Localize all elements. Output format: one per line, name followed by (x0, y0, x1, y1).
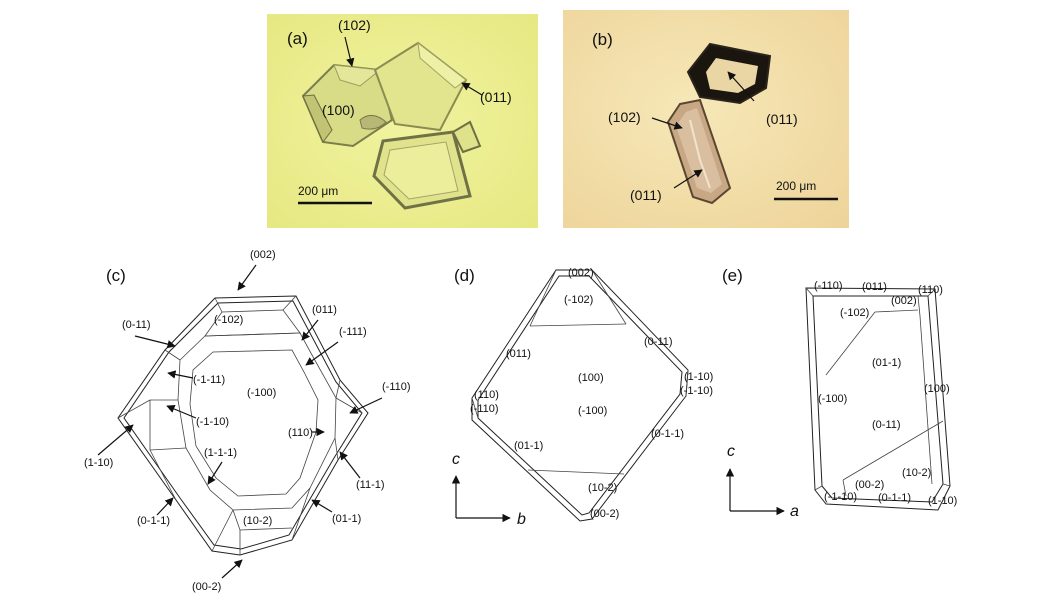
c-label-11-1: (11-1) (356, 479, 385, 491)
c-label-0-11: (0-11) (122, 319, 151, 331)
face-label-102-b: (102) (608, 109, 641, 125)
e-axis-c-label: c (727, 443, 735, 460)
crystal-c-wireframe (117, 295, 369, 556)
panel-b: (b) (102) (011) (011) 200 μm (563, 10, 849, 228)
e-label-00-2: (00-2) (855, 479, 884, 491)
d-axis-c-label: c (452, 451, 460, 468)
e-label--102: (-102) (840, 307, 869, 319)
face-label-011-b-bottom: (011) (630, 187, 662, 203)
c-arrow-1-1-1 (207, 461, 223, 485)
d-label--110: (-110) (470, 403, 499, 415)
c-arrow-0-1-1 (156, 497, 174, 516)
crystal-d-wireframe (471, 269, 689, 522)
c-label-10-2: (10-2) (243, 515, 272, 527)
panel-c-letter: (c) (106, 266, 126, 285)
c-label-1-10: (1-10) (84, 457, 113, 469)
crystal-a-bottom (372, 120, 482, 210)
panel-e: (e) (-110) (011) (110) (002) (-102) (01-… (722, 266, 957, 520)
d-axis-b-label: b (517, 511, 526, 528)
e-label--1-10: (-1-10) (824, 491, 857, 503)
c-label-110: (110) (288, 427, 313, 439)
c-label-01-1: (01-1) (332, 513, 361, 525)
e-label-110: (110) (918, 284, 943, 296)
crystal-a-left (301, 63, 394, 148)
face-label-011: (011) (480, 89, 512, 105)
d-label--1-10: (-1-10) (680, 385, 713, 397)
panel-d-letter: (d) (454, 266, 475, 285)
e-label--100: (-100) (818, 393, 847, 405)
panel-a-letter: (a) (287, 29, 308, 48)
c-arrow-01-1 (311, 499, 333, 513)
crystal-a-right (373, 41, 468, 132)
d-label-110: (110) (474, 389, 499, 401)
e-label-011: (011) (862, 281, 887, 293)
arrow-102 (344, 36, 355, 67)
d-label--100: (-100) (578, 405, 607, 417)
scale-bar-label-b: 200 μm (776, 179, 816, 193)
arrow-011-b-bottom (673, 169, 703, 189)
c-label-011: (011) (312, 304, 337, 316)
face-label-100: (100) (322, 102, 355, 118)
panel-c: (c) (0 (84, 249, 411, 593)
c-arrow--110 (349, 397, 383, 414)
e-label-0-11: (0-11) (872, 419, 901, 431)
e-label-1-10: (1-10) (928, 495, 957, 507)
d-label-01-1: (01-1) (514, 440, 543, 452)
e-label-01-1: (01-1) (872, 357, 901, 369)
e-label-100: (100) (924, 383, 950, 395)
d-label-10-2: (10-2) (588, 482, 617, 494)
c-label-0-1-1: (0-1-1) (137, 515, 170, 527)
d-label-002: (002) (568, 267, 594, 279)
e-axes: c a (725, 443, 799, 520)
c-arrow--1-10 (166, 405, 197, 419)
panel-e-letter: (e) (722, 266, 743, 285)
panel-b-letter: (b) (592, 30, 613, 49)
c-label--100: (-100) (247, 387, 276, 399)
c-label--102: (-102) (214, 314, 243, 326)
c-label--111: (-111) (339, 326, 367, 338)
panel-a: (a) (102) (100) (011) 200 μm (267, 14, 538, 228)
c-label--1-11: (-1-11) (193, 374, 225, 386)
e-label-0-1-1: (0-1-1) (878, 492, 911, 504)
d-label-0-11: (0-11) (644, 336, 673, 348)
arrow-011-b-top (727, 71, 755, 102)
d-label-00-2: (00-2) (590, 508, 619, 520)
face-label-102: (102) (338, 17, 371, 33)
c-arrow-1-10 (97, 424, 134, 456)
e-axis-a-label: a (790, 503, 799, 520)
d-label--102: (-102) (564, 294, 593, 306)
c-arrow--111 (305, 341, 339, 366)
c-arrow-011 (301, 319, 319, 341)
c-arrow-11-1 (339, 451, 361, 479)
c-label-002: (002) (250, 249, 276, 261)
d-label-100: (100) (578, 372, 604, 384)
scale-bar-label-a: 200 μm (298, 184, 338, 198)
d-label-0-1-1: (0-1-1) (651, 428, 684, 440)
c-arrow-0-11 (134, 335, 176, 349)
d-label-011: (011) (506, 348, 531, 360)
crystal-e-wireframe (805, 287, 951, 511)
c-arrow--1-11 (167, 370, 194, 379)
e-label-002: (002) (891, 295, 917, 307)
c-label--110: (-110) (382, 381, 411, 393)
arrow-102-b (651, 117, 683, 130)
c-label-1-1-1: (1-1-1) (204, 447, 237, 459)
c-label--1-10: (-1-10) (196, 416, 229, 428)
e-label-10-2: (10-2) (902, 467, 931, 479)
arrow-011 (461, 82, 483, 96)
panel-d: (d) (002) (-102) (011) (0-11) (100) (-10… (451, 266, 713, 528)
c-arrow-002 (237, 264, 257, 291)
c-arrow-00-2 (221, 559, 243, 579)
d-label-1-10: (1-10) (684, 371, 713, 383)
crystal-b-bottom (666, 98, 732, 205)
face-label-011-b-top: (011) (766, 111, 798, 127)
d-axes: c b (451, 451, 526, 528)
e-label--110: (-110) (814, 280, 843, 292)
c-label-00-2: (00-2) (192, 581, 221, 593)
